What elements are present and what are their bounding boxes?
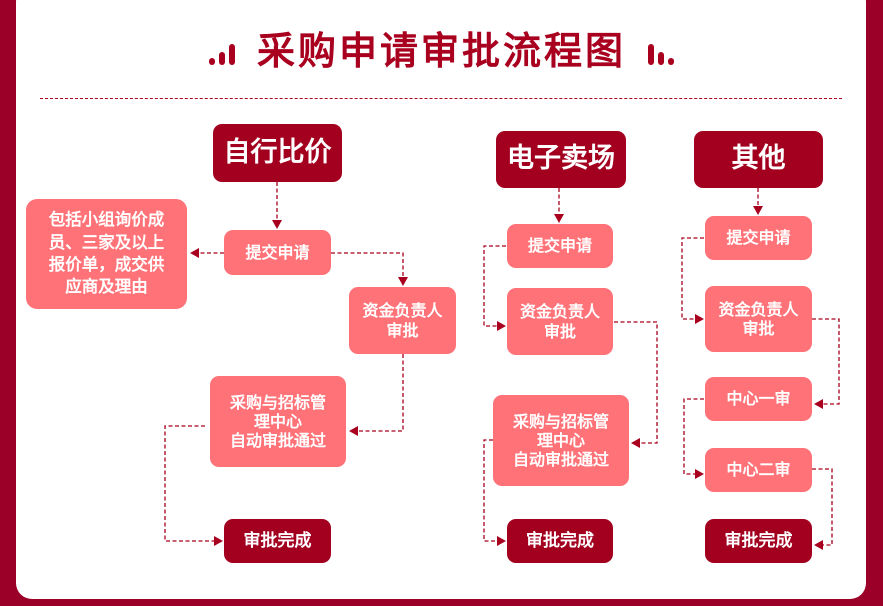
c1-step-fund-approval[interactable]: 资金负责人 审批 [349, 287, 456, 354]
c2-center-line: 采购与招标管 [512, 411, 609, 431]
c3-fund-line: 资金负责人 [718, 299, 799, 319]
c1-note-line: 包括小组询价成 [48, 210, 165, 230]
c3-step-fund-approval[interactable]: 资金负责人 审批 [705, 286, 812, 352]
c1-fund-line: 审批 [386, 320, 419, 340]
c3-fund-line: 审批 [742, 319, 775, 338]
c1-end-approval-complete[interactable]: 审批完成 [224, 519, 331, 563]
c1-fund-line: 资金负责人 [362, 301, 443, 321]
c2-step-submit[interactable]: 提交申请 [507, 224, 613, 268]
c1-note-line: 应商及理由 [65, 277, 148, 297]
c2-end-approval-complete[interactable]: 审批完成 [507, 519, 613, 563]
c1-note-box[interactable]: 包括小组询价成 员、三家及以上 报价单，成交供 应商及理由 [26, 199, 187, 309]
c1-header-self-compare[interactable]: 自行比价 [213, 124, 342, 182]
bar-decoration-left-icon [208, 43, 235, 65]
c1-step-center-auto-approval[interactable]: 采购与招标管 理中心 自动审批通过 [210, 376, 346, 467]
page-title: 采购申请审批流程图 [256, 29, 626, 73]
c1-note-line: 报价单，成交供 [48, 255, 165, 274]
c1-step-submit[interactable]: 提交申请 [224, 230, 331, 275]
c1-note-line: 员、三家及以上 [48, 232, 165, 252]
c2-center-line: 自动审批通过 [512, 450, 609, 470]
c1-center-line: 自动审批通过 [229, 431, 326, 451]
bar-decoration-right-icon [648, 43, 674, 65]
c2-fund-line: 审批 [543, 321, 576, 341]
title-row: 采购申请审批流程图 [0, 26, 883, 76]
c1-center-line: 理中心 [253, 411, 302, 431]
c3-header-other[interactable]: 其他 [694, 131, 823, 188]
c2-step-fund-approval[interactable]: 资金负责人 审批 [507, 288, 613, 355]
c3-step-center-review-2[interactable]: 中心二审 [705, 448, 812, 492]
c2-fund-line: 资金负责人 [519, 302, 600, 322]
c2-center-line: 理中心 [536, 430, 585, 450]
c3-end-approval-complete[interactable]: 审批完成 [705, 519, 812, 563]
c1-center-line: 采购与招标管 [229, 392, 326, 412]
title-divider [40, 98, 842, 99]
c3-step-submit[interactable]: 提交申请 [705, 216, 812, 260]
c2-step-center-auto-approval[interactable]: 采购与招标管 理中心 自动审批通过 [493, 395, 629, 486]
c2-header-e-mall[interactable]: 电子卖场 [496, 131, 626, 188]
c3-step-center-review-1[interactable]: 中心一审 [705, 377, 812, 421]
